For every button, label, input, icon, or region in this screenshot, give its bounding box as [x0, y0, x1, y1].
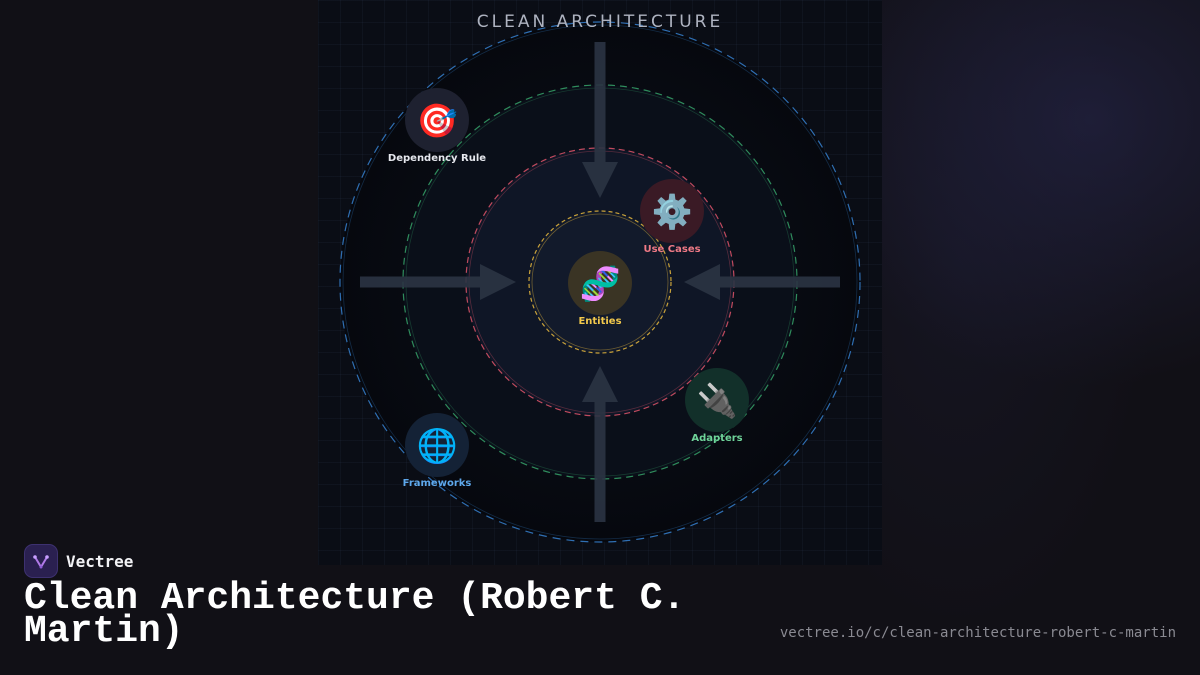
brand-name: Vectree: [66, 552, 134, 571]
plug-icon: 🔌: [685, 368, 749, 432]
page-title: Clean Architecture (Robert C. Martin): [24, 577, 686, 653]
node-label-entities: Entities: [578, 316, 622, 327]
node-label-use-cases: Use Cases: [643, 244, 701, 255]
vectree-logo-icon: [33, 555, 49, 569]
arrow-up-icon: [582, 366, 618, 522]
arrow-down-icon: [582, 42, 618, 198]
arrow-right-icon: [360, 264, 516, 300]
globe-icon: 🌐: [405, 413, 469, 477]
page-url[interactable]: vectree.io/c/clean-architecture-robert-c…: [779, 625, 1176, 641]
gear-icon: ⚙️: [640, 179, 704, 243]
node-label-adapters: Adapters: [691, 433, 743, 444]
node-label-frameworks: Frameworks: [402, 478, 472, 489]
ring-entities-inner: [531, 213, 669, 351]
diagram-title: CLEAN ARCHITECTURE: [476, 12, 724, 32]
arrow-left-icon: [684, 264, 840, 300]
target-icon: 🎯: [405, 88, 469, 152]
dna-icon: 🧬: [568, 251, 632, 315]
ring-frameworks-inner: [342, 24, 858, 540]
node-label-dependency-rule: Dependency Rule: [387, 153, 487, 164]
brand-logo[interactable]: [24, 544, 58, 578]
